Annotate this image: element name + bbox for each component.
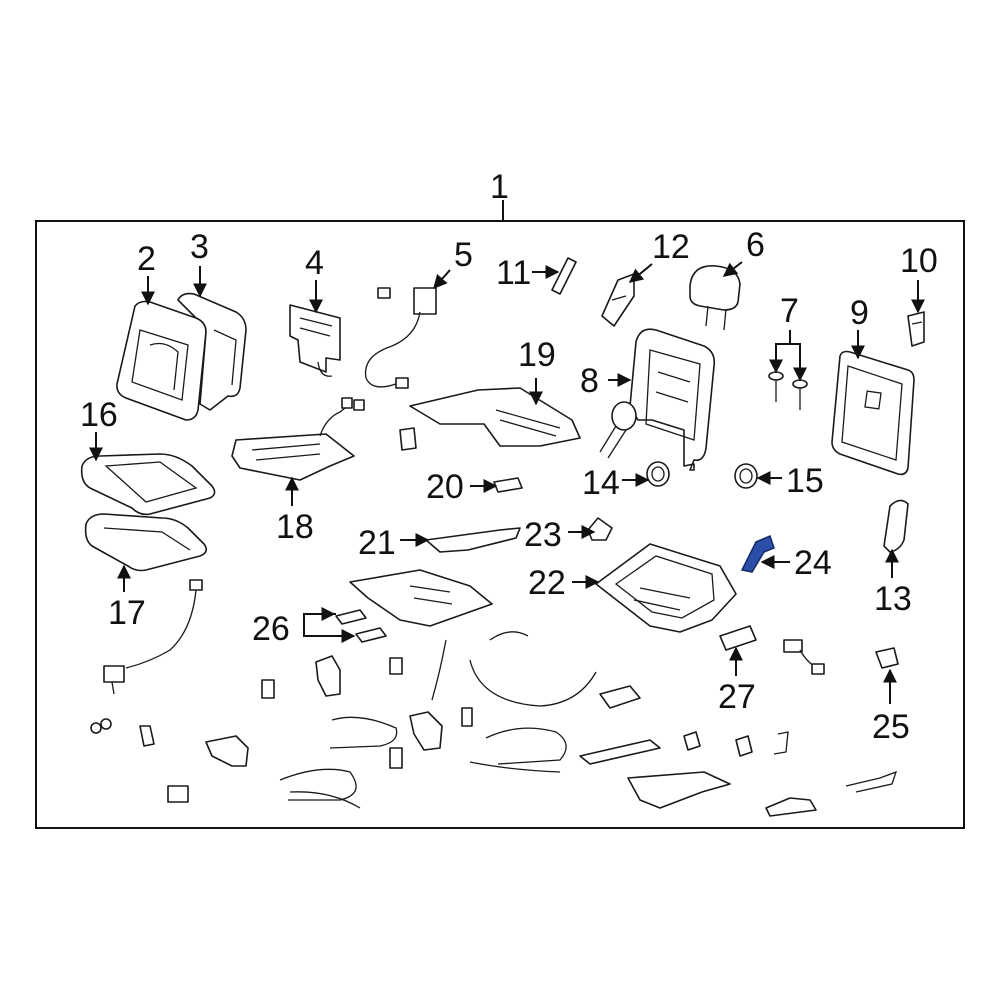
part-22-seat-frame[interactable] <box>595 543 737 633</box>
part-11-trim-strip[interactable] <box>551 257 577 295</box>
part-3-seatback-pad[interactable] <box>177 292 247 411</box>
part-23-bracket[interactable] <box>587 517 613 541</box>
part-2-seatback-cover[interactable] <box>116 300 207 421</box>
callout-4: 4 <box>305 244 324 282</box>
part-lower-hardware <box>90 631 898 817</box>
part-15-bushing[interactable] <box>734 463 758 489</box>
part-19-seat-bracket[interactable] <box>399 387 581 451</box>
part-14-knob[interactable] <box>646 461 670 487</box>
part-20-small-clip[interactable] <box>493 477 523 493</box>
callout-20: 20 <box>426 468 464 506</box>
callout-15: 15 <box>786 462 824 500</box>
part-18-cushion-heater[interactable] <box>231 397 365 481</box>
callout-24: 24 <box>794 544 832 582</box>
callout-23: 23 <box>524 516 562 554</box>
part-10-clip[interactable] <box>907 311 925 347</box>
callout-7: 7 <box>780 292 799 330</box>
callout-27: 27 <box>718 678 756 716</box>
part-9-back-panel[interactable] <box>831 350 915 476</box>
part-13-side-cover[interactable] <box>883 499 909 553</box>
part-25-clip[interactable] <box>875 647 899 669</box>
leader-arrows <box>89 261 925 704</box>
part-4-seat-heater[interactable] <box>289 304 341 377</box>
callout-21: 21 <box>358 524 396 562</box>
part-6-headrest[interactable] <box>689 265 741 331</box>
callout-2: 2 <box>137 240 156 278</box>
callout-6: 6 <box>746 226 765 264</box>
callout-1: 1 <box>490 168 509 206</box>
callout-8: 8 <box>580 362 599 400</box>
part-lower-seat-frame <box>349 569 493 627</box>
callout-16: 16 <box>80 396 118 434</box>
part-7-bolts[interactable] <box>768 371 808 410</box>
callout-9: 9 <box>850 294 869 332</box>
part-24-highlighted-bracket[interactable] <box>740 534 775 573</box>
callout-11: 11 <box>496 254 531 292</box>
callout-22: 22 <box>528 564 566 602</box>
callout-5: 5 <box>454 236 473 274</box>
callout-17: 17 <box>108 594 146 632</box>
callout-13: 13 <box>874 580 912 618</box>
part-17-harness[interactable] <box>103 579 203 695</box>
callout-10: 10 <box>900 242 938 280</box>
callout-19: 19 <box>518 336 556 374</box>
part-12-cover[interactable] <box>601 273 635 327</box>
part-17-cushion-pad[interactable] <box>84 513 208 572</box>
callout-3: 3 <box>190 228 209 266</box>
part-27-cover[interactable] <box>719 625 757 651</box>
part-21-rail-cover[interactable] <box>425 527 521 553</box>
callout-14: 14 <box>582 464 620 502</box>
callout-26: 26 <box>252 610 290 648</box>
highlighted-part[interactable] <box>740 534 775 573</box>
part-16-cushion-cover[interactable] <box>80 453 216 516</box>
part-26-pads[interactable] <box>335 609 387 643</box>
part-5-wire-harness[interactable] <box>364 287 437 389</box>
callout-12: 12 <box>652 228 690 266</box>
callout-18: 18 <box>276 508 314 546</box>
part-8-seatback-frame[interactable] <box>599 328 716 471</box>
assembly-frame <box>35 220 965 829</box>
callout-25: 25 <box>872 708 910 746</box>
part-connector <box>783 639 825 675</box>
